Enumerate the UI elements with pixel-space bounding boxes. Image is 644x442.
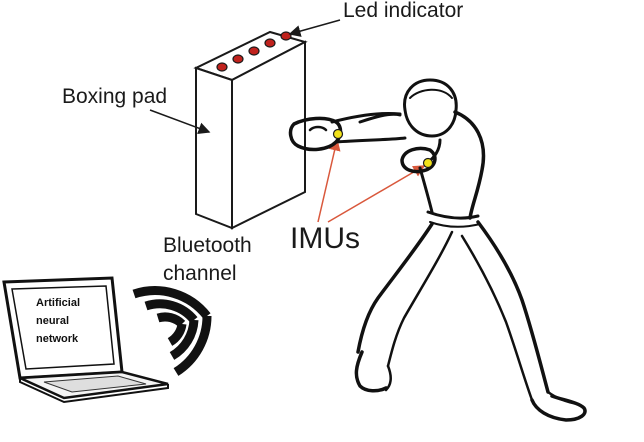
laptop-keyboard	[43, 375, 147, 393]
boxing-pad	[193, 30, 308, 230]
led	[232, 54, 244, 64]
imu-arrow-right	[327, 165, 426, 223]
bluetooth-label-line2: channel	[163, 262, 237, 285]
led	[248, 46, 260, 56]
boxer-head	[403, 78, 458, 138]
boxer-rear-leg-inner	[460, 234, 534, 402]
boxer-front-leg-outer	[356, 222, 434, 354]
led-indicators	[216, 31, 292, 72]
laptop-screen-line2: neural	[36, 315, 69, 327]
boxer-back	[453, 110, 486, 220]
signal-arc-middle	[144, 299, 198, 324]
boxer-lead-glove-thumb	[308, 125, 328, 132]
boxing-pad-side	[195, 66, 233, 230]
boxing-pad-label: Boxing pad	[62, 85, 167, 108]
laptop-screen-line3: network	[36, 333, 79, 345]
boxer-rear-foot	[530, 394, 587, 422]
imu-arrow-left	[317, 138, 341, 223]
wifi-arcs-icon	[132, 286, 211, 328]
boxer-lead-arm-top	[330, 112, 402, 124]
boxer-chest	[418, 166, 434, 214]
led	[280, 31, 292, 41]
signal-arc-outer	[132, 286, 211, 319]
laptop-icon: Artificial neural network	[2, 276, 169, 404]
boxer-front-leg-inner	[386, 230, 454, 368]
boxer-rear-glove	[400, 146, 437, 174]
boxer-rear-leg-outer	[476, 220, 550, 394]
boxer-illustration	[288, 78, 587, 422]
led	[264, 38, 276, 48]
bluetooth-label-line1: Bluetooth	[163, 234, 252, 257]
laptop-base-edge	[19, 378, 169, 404]
laptop-screen-line1: Artificial	[36, 297, 80, 309]
boxer-waistband-2	[429, 221, 481, 228]
boxing-pad-front	[231, 40, 306, 230]
imu-sensor-rear-wrist	[422, 157, 434, 169]
led-indicator-label: Led indicator	[343, 0, 463, 22]
led-indicator-pointer	[288, 19, 341, 37]
boxer-front-foot	[354, 350, 388, 393]
boxer-waistband	[426, 210, 480, 220]
imus-label: IMUs	[290, 222, 360, 255]
boxer-rear-heel	[546, 390, 580, 406]
led	[216, 62, 228, 72]
signal-arc-inner	[156, 312, 186, 328]
boxer-headgear	[409, 88, 453, 99]
laptop-screen	[11, 285, 115, 370]
wifi-arcs-icon-tails	[167, 315, 212, 376]
boxer-lead-arm-bottom	[334, 136, 407, 144]
imu-sensor-lead-wrist	[332, 128, 344, 140]
boxer-front-shin	[384, 364, 392, 392]
boxing-pad-pointer	[149, 109, 211, 134]
